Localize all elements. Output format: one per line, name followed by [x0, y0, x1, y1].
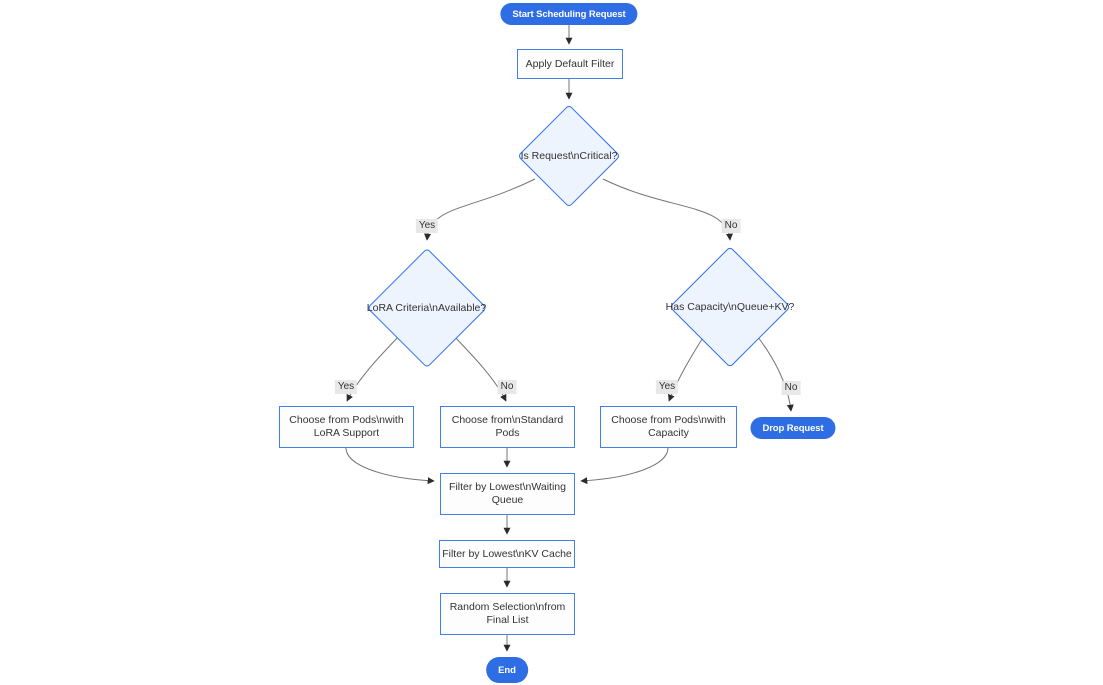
random-selection-node: Random Selection\nfrom Final List: [440, 593, 575, 635]
edge-label-capacity-yes: Yes: [655, 380, 679, 394]
lora-criteria-decision: LoRA Criteria\nAvailable?: [366, 247, 487, 368]
decision-label: Has Capacity\nQueue+KV?: [665, 301, 795, 313]
edge-capacity-no: [756, 335, 794, 412]
edge-label-capacity-no: No: [781, 381, 801, 395]
decision-label: Is Request\nCritical?: [520, 150, 618, 162]
filter-waiting-queue-node: Filter by Lowest\nWaiting Queue: [440, 473, 575, 515]
decision-label: LoRA Criteria\nAvailable?: [366, 301, 487, 314]
choose-capacity-pods-node: Choose from Pods\nwith Capacity: [600, 406, 737, 448]
filter-kv-cache-node: Filter by Lowest\nKV Cache: [439, 540, 575, 568]
edge-label-critical-no: No: [721, 219, 741, 233]
edge-label-critical-yes: Yes: [415, 219, 439, 233]
apply-default-filter-node: Apply Default Filter: [517, 49, 623, 79]
edge-capacity-yes: [668, 335, 705, 402]
start-node: Start Scheduling Request: [500, 3, 638, 25]
edge-is-critical-no: [602, 178, 733, 241]
choose-standard-pods-node: Choose from\nStandard Pods: [440, 406, 575, 448]
is-critical-decision: Is Request\nCritical?: [517, 104, 621, 208]
has-capacity-decision: Has Capacity\nQueue+KV?: [666, 246, 794, 368]
drop-request-node: Drop Request: [750, 417, 836, 439]
edge-choose-lora-to-filter: [345, 447, 435, 485]
edge-label-lora-yes: Yes: [334, 380, 358, 394]
choose-lora-pods-node: Choose from Pods\nwith LoRA Support: [279, 406, 414, 448]
end-node: End: [486, 657, 528, 683]
edge-choose-capacity-to-filter: [580, 447, 669, 485]
edge-label-lora-no: No: [497, 380, 517, 394]
